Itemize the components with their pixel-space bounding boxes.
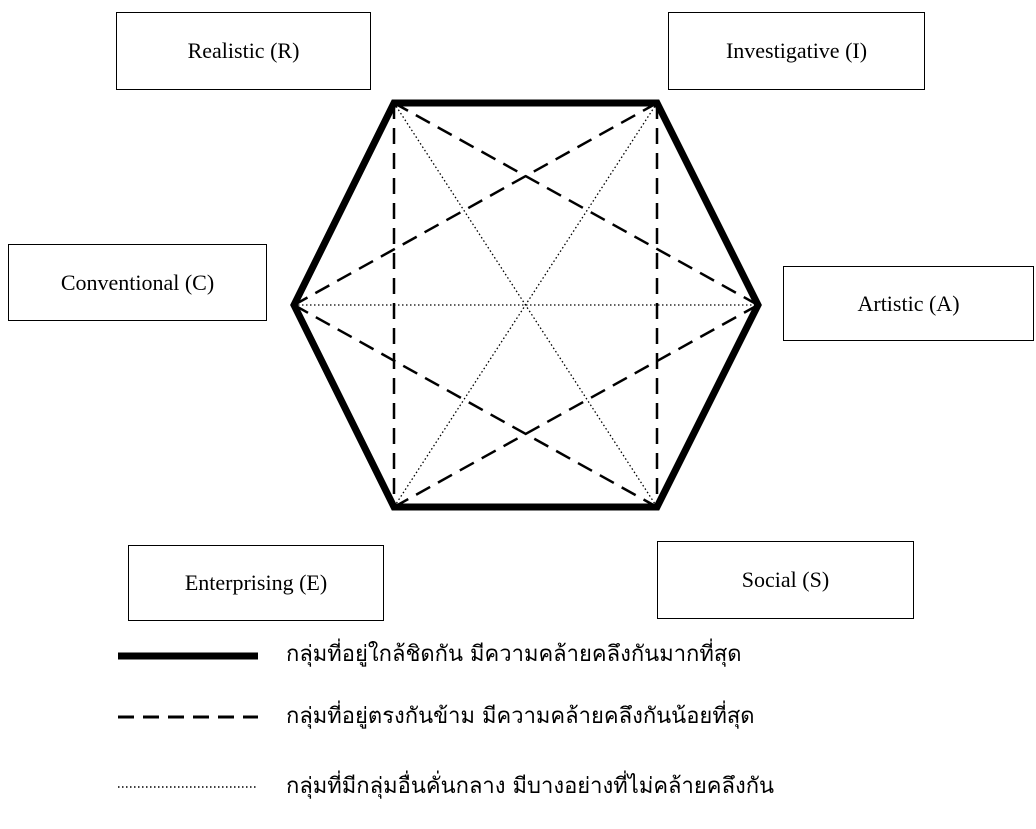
legend-swatch-dashed — [118, 715, 258, 719]
node-enterprising: Enterprising (E) — [128, 545, 384, 621]
dashed-line-c-s — [293, 303, 658, 509]
node-investigative: Investigative (I) — [668, 12, 925, 90]
legend-row-solid: กลุ่มที่อยู่ใกล้ชิดกัน มีความคล้ายคลึงกั… — [0, 635, 1036, 675]
node-investigative-label: Investigative (I) — [725, 38, 868, 63]
legend-row-dotted: กลุ่มที่มีกลุ่มอื่นคั่นกลาง มีบางอย่างที… — [0, 767, 1036, 807]
dotted-line-i-e — [393, 102, 658, 508]
dashed-line-i-c — [293, 101, 658, 307]
node-conventional-label: Conventional (C) — [60, 269, 215, 295]
node-conventional: Conventional (C) — [8, 244, 267, 321]
legend-swatch-dotted — [118, 786, 258, 788]
node-artistic-label: Artistic (A) — [857, 290, 960, 316]
hexagon-outline — [290, 99, 762, 511]
node-realistic-label: Realistic (R) — [187, 38, 300, 63]
dashed-line-r-a — [393, 101, 759, 307]
node-artistic: Artistic (A) — [783, 266, 1034, 341]
node-social-label: Social (S) — [741, 567, 830, 592]
legend-row-dashed: กลุ่มที่อยู่ตรงกันข้าม มีความคล้ายคลึงกั… — [0, 697, 1036, 737]
node-social: Social (S) — [657, 541, 914, 619]
node-realistic: Realistic (R) — [116, 12, 371, 90]
legend-swatch-solid — [118, 652, 258, 660]
legend-label-dotted: กลุ่มที่มีกลุ่มอื่นคั่นกลาง มีบางอย่างที… — [286, 774, 775, 799]
legend-label-dashed: กลุ่มที่อยู่ตรงกันข้าม มีความคล้ายคลึงกั… — [286, 704, 755, 729]
dashed-line-a-e — [393, 303, 759, 509]
node-enterprising-label: Enterprising (E) — [184, 570, 328, 595]
legend-label-solid: กลุ่มที่อยู่ใกล้ชิดกัน มีความคล้ายคลึงกั… — [286, 642, 742, 667]
